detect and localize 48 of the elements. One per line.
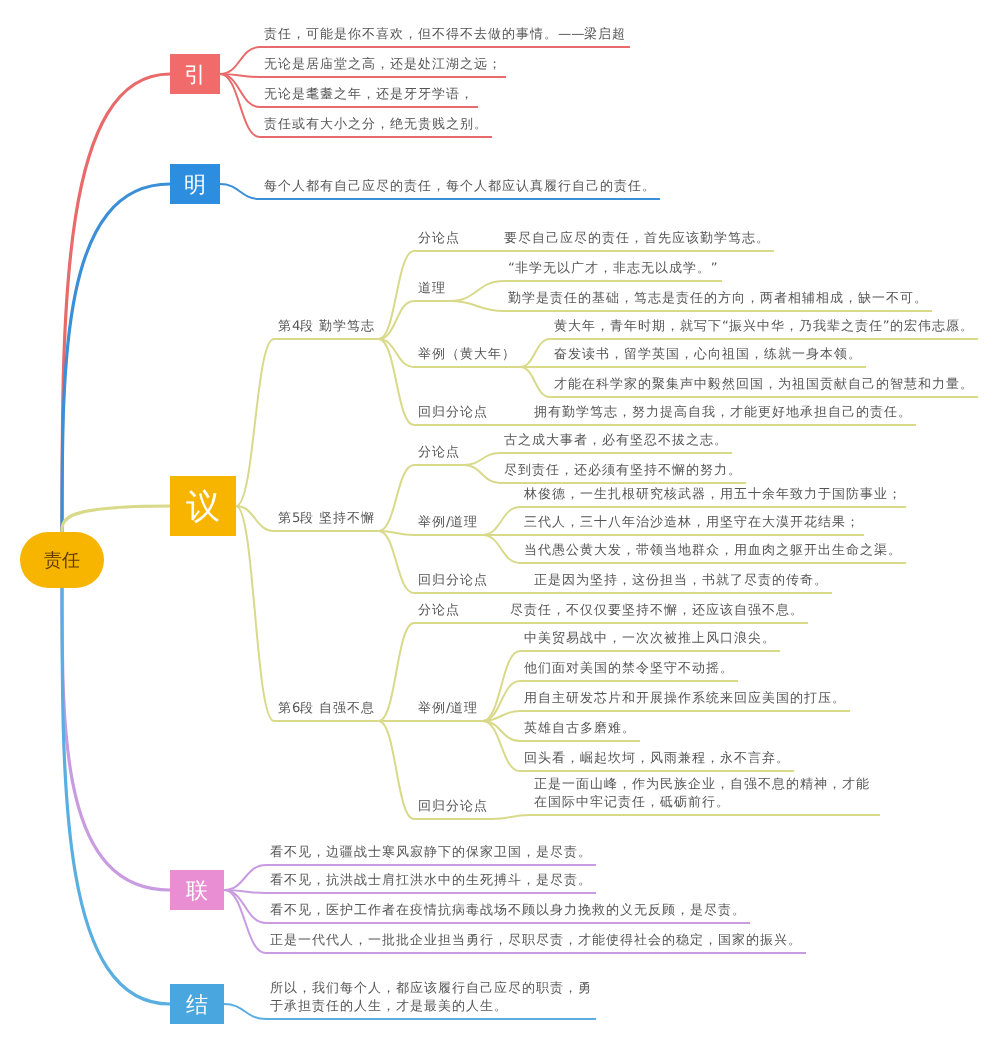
connector-line bbox=[463, 622, 507, 624]
connector-line bbox=[60, 588, 171, 1006]
connector-line bbox=[481, 710, 521, 722]
connector-line bbox=[463, 250, 501, 252]
connector-line bbox=[377, 530, 415, 536]
connector-line bbox=[377, 720, 415, 722]
connector-line bbox=[223, 1003, 267, 1020]
branch-box: 引 bbox=[170, 54, 220, 94]
connector-line bbox=[449, 300, 505, 312]
connector-line bbox=[491, 424, 531, 426]
connector-line bbox=[235, 505, 275, 722]
connector-line bbox=[463, 464, 501, 484]
connector-line bbox=[377, 338, 415, 426]
connector-line bbox=[491, 814, 531, 820]
connector-line bbox=[223, 889, 267, 954]
connector-line bbox=[219, 46, 261, 75]
branch-box: 明 bbox=[170, 164, 220, 204]
connector-line bbox=[235, 338, 275, 507]
connector-line bbox=[235, 505, 275, 532]
connector-line bbox=[60, 182, 171, 532]
connector-line bbox=[377, 464, 415, 532]
connector-line bbox=[223, 864, 267, 891]
connector-line bbox=[481, 506, 521, 536]
connector-line bbox=[219, 73, 261, 138]
connector-line bbox=[377, 720, 415, 820]
connector-line bbox=[377, 622, 415, 722]
connector-line bbox=[377, 250, 415, 340]
connector-line bbox=[481, 720, 521, 772]
connector-line bbox=[481, 720, 521, 742]
connector-line bbox=[519, 366, 551, 368]
connector-line bbox=[219, 183, 261, 200]
branch-box: 联 bbox=[170, 870, 224, 910]
branch-box: 结 bbox=[170, 984, 224, 1024]
connector-line bbox=[481, 680, 521, 722]
connector-line bbox=[481, 650, 521, 722]
connector-line bbox=[481, 534, 521, 564]
connector-line bbox=[223, 889, 267, 924]
branch-box: 议 bbox=[170, 476, 236, 536]
connector-line bbox=[519, 366, 551, 398]
connector-line bbox=[463, 452, 501, 466]
central-topic: 责任 bbox=[20, 532, 104, 588]
connector-line bbox=[377, 300, 415, 340]
connector-line bbox=[377, 530, 415, 594]
connector-line bbox=[219, 73, 261, 108]
connector-line bbox=[519, 338, 551, 368]
connector-line bbox=[491, 592, 531, 594]
connector-line bbox=[377, 338, 415, 368]
connector-line bbox=[60, 504, 170, 533]
